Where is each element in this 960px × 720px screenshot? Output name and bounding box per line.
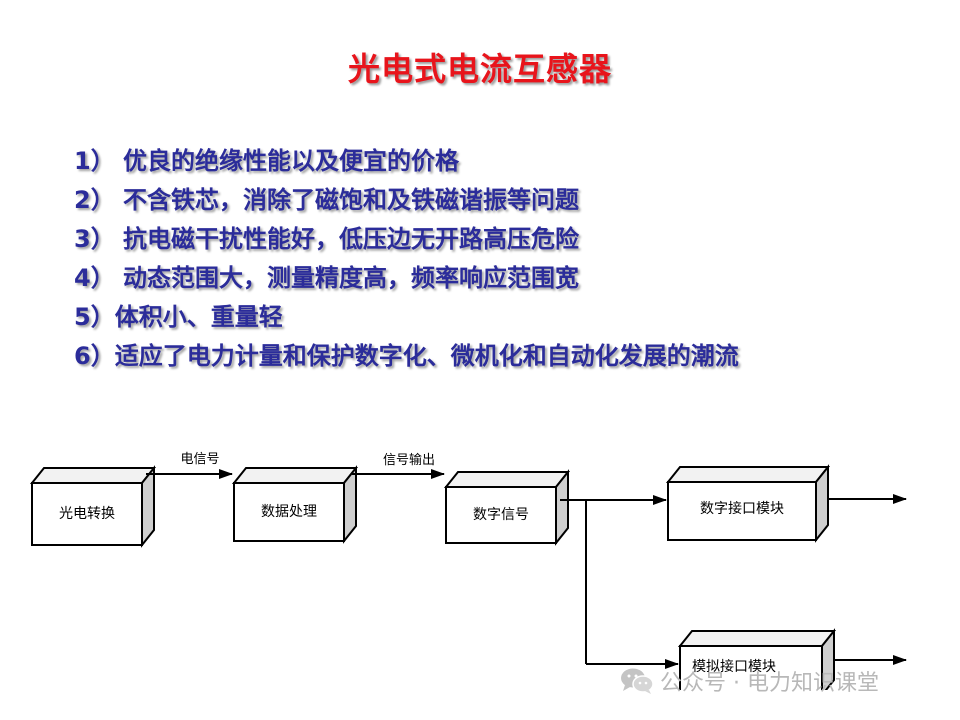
digital-signal-box: 数字信号 [443, 469, 571, 546]
feature-item-2: 2） 不含铁芯，消除了磁饱和及铁磁谐振等问题 [74, 186, 580, 214]
signal-output-label: 信号输出 [383, 452, 435, 468]
feature-item-4: 4） 动态范围大，测量精度高，频率响应范围宽 [74, 264, 580, 292]
photoelectric-conversion-label: 光电转换 [59, 505, 115, 522]
electric-signal-label: 电信号 [180, 452, 219, 467]
slide-title: 光电式电流互感器 [347, 50, 612, 88]
feature-list: 1） 优良的绝缘性能以及便宜的价格 2） 不含铁芯，消除了磁饱和及铁磁谐振等问题… [74, 142, 739, 376]
feature-item-1: 1） 优良的绝缘性能以及便宜的价格 [74, 147, 460, 175]
analog-interface-label: 模拟接口模块 [692, 658, 776, 675]
analog-interface-box: 模拟接口模块 [677, 628, 837, 690]
feature-item-6: 6）适应了电力计量和保护数字化、微机化和自动化发展的潮流 [74, 342, 739, 370]
data-processing-label: 数据处理 [261, 504, 317, 520]
watermark-text: 公众号 · 电力知识课堂 [660, 671, 879, 696]
digital-interface-label: 数字接口模块 [700, 500, 784, 517]
feature-item-5: 5）体积小、重量轻 [74, 303, 283, 331]
data-processing-box: 数据处理 [231, 465, 359, 544]
feature-item-3: 3） 抗电磁干扰性能好，低压边无开路高压危险 [74, 225, 580, 253]
block-diagram: 光电转换 数据处理 数字信号 数字接口模块 模拟接口模块 [29, 452, 907, 690]
digital-signal-label: 数字信号 [473, 507, 529, 523]
watermark: 公众号 · 电力知识课堂 [620, 666, 879, 696]
photoelectric-conversion-box: 光电转换 [29, 465, 157, 548]
digital-interface-box: 数字接口模块 [665, 464, 831, 543]
wechat-icon [620, 667, 654, 695]
